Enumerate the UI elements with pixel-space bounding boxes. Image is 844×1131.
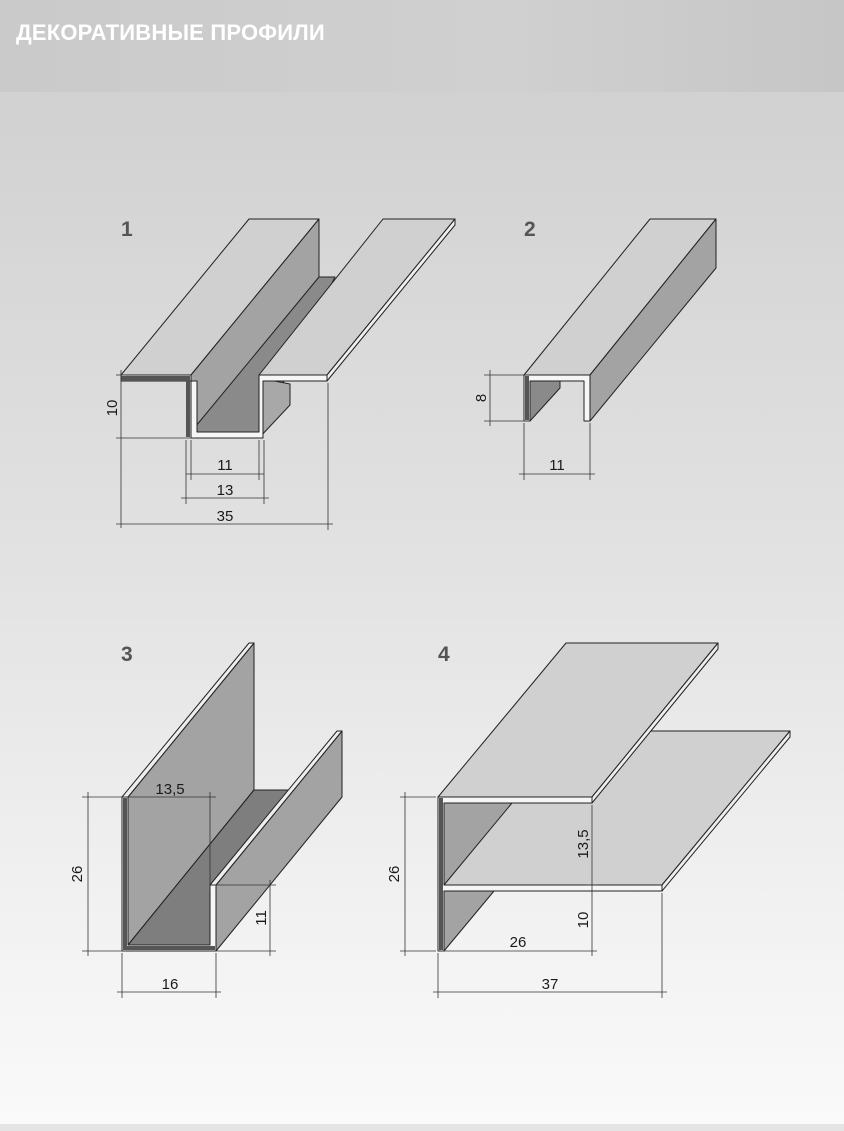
profile-1-section-shadow: [121, 376, 190, 437]
profile-1-total-label: 35: [217, 508, 234, 525]
bottom-strip: [0, 1124, 844, 1131]
profile-4-lower-label: 10: [575, 912, 592, 929]
profile-4-lower-wall: [443, 890, 495, 952]
profile-1-inner-label: 11: [217, 457, 233, 474]
header-bar: ДЕКОРАТИВНЫЕ ПРОФИЛИ: [0, 0, 844, 92]
profile-2-inner: [529, 380, 561, 422]
profile-3-width-label: 16: [162, 976, 179, 993]
profile-3-side-label: 11: [253, 910, 270, 926]
profile-3: 3 26 13,5 11 16: [69, 642, 343, 998]
profile-2-number: 2: [524, 218, 536, 241]
profile-1-right-wall: [258, 377, 291, 439]
profile-1: 1 10 11 13 35: [104, 218, 456, 530]
profile-4: 4 26 13,5 10 26 37: [386, 642, 791, 998]
profile-1-height-label: 10: [104, 400, 121, 417]
profile-3-number: 3: [121, 643, 133, 666]
profile-2-width-label: 11: [549, 457, 565, 474]
profile-2: 2 8 11: [473, 218, 717, 480]
profile-3-top-label: 13,5: [155, 781, 184, 798]
profile-3-height-label: 26: [69, 866, 86, 883]
page-title: ДЕКОРАТИВНЫЕ ПРОФИЛИ: [16, 20, 325, 45]
profile-4-width-label: 37: [542, 976, 559, 993]
profile-1-outer-label: 13: [217, 482, 234, 499]
profile-4-upper-label: 13,5: [575, 829, 592, 858]
profile-4-number: 4: [438, 643, 450, 666]
profile-2-height-label: 8: [473, 394, 490, 402]
profile-1-number: 1: [121, 218, 133, 241]
profile-4-inner-label: 26: [510, 934, 527, 951]
profile-4-height-label: 26: [386, 866, 403, 883]
